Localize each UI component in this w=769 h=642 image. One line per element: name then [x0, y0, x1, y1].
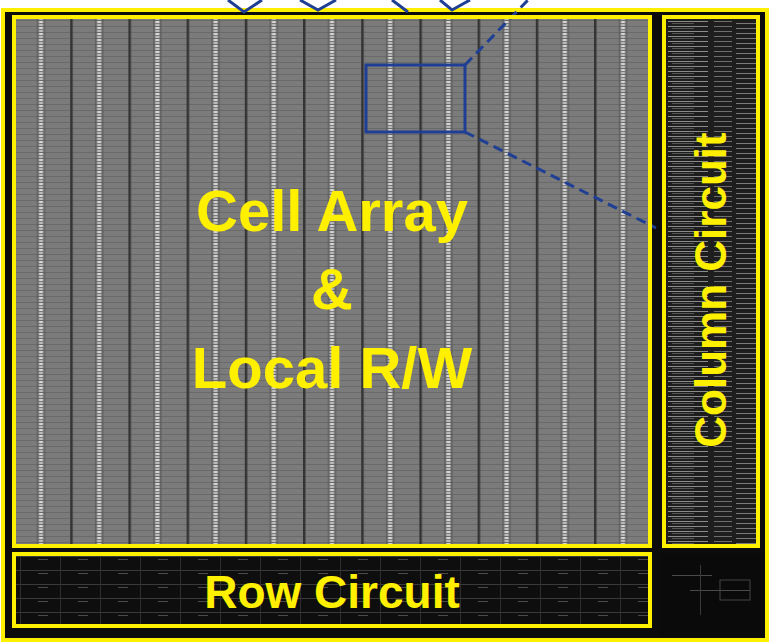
region-label: Column Circuit [689, 132, 733, 447]
region-label: Cell Array & Local R/W [192, 172, 472, 407]
row-circuit-region: Row Circuit [12, 552, 652, 628]
region-label: Row Circuit [204, 561, 460, 623]
cell-array-region: Cell Array & Local R/W [12, 15, 652, 548]
column-circuit-region: Column Circuit [662, 15, 760, 548]
